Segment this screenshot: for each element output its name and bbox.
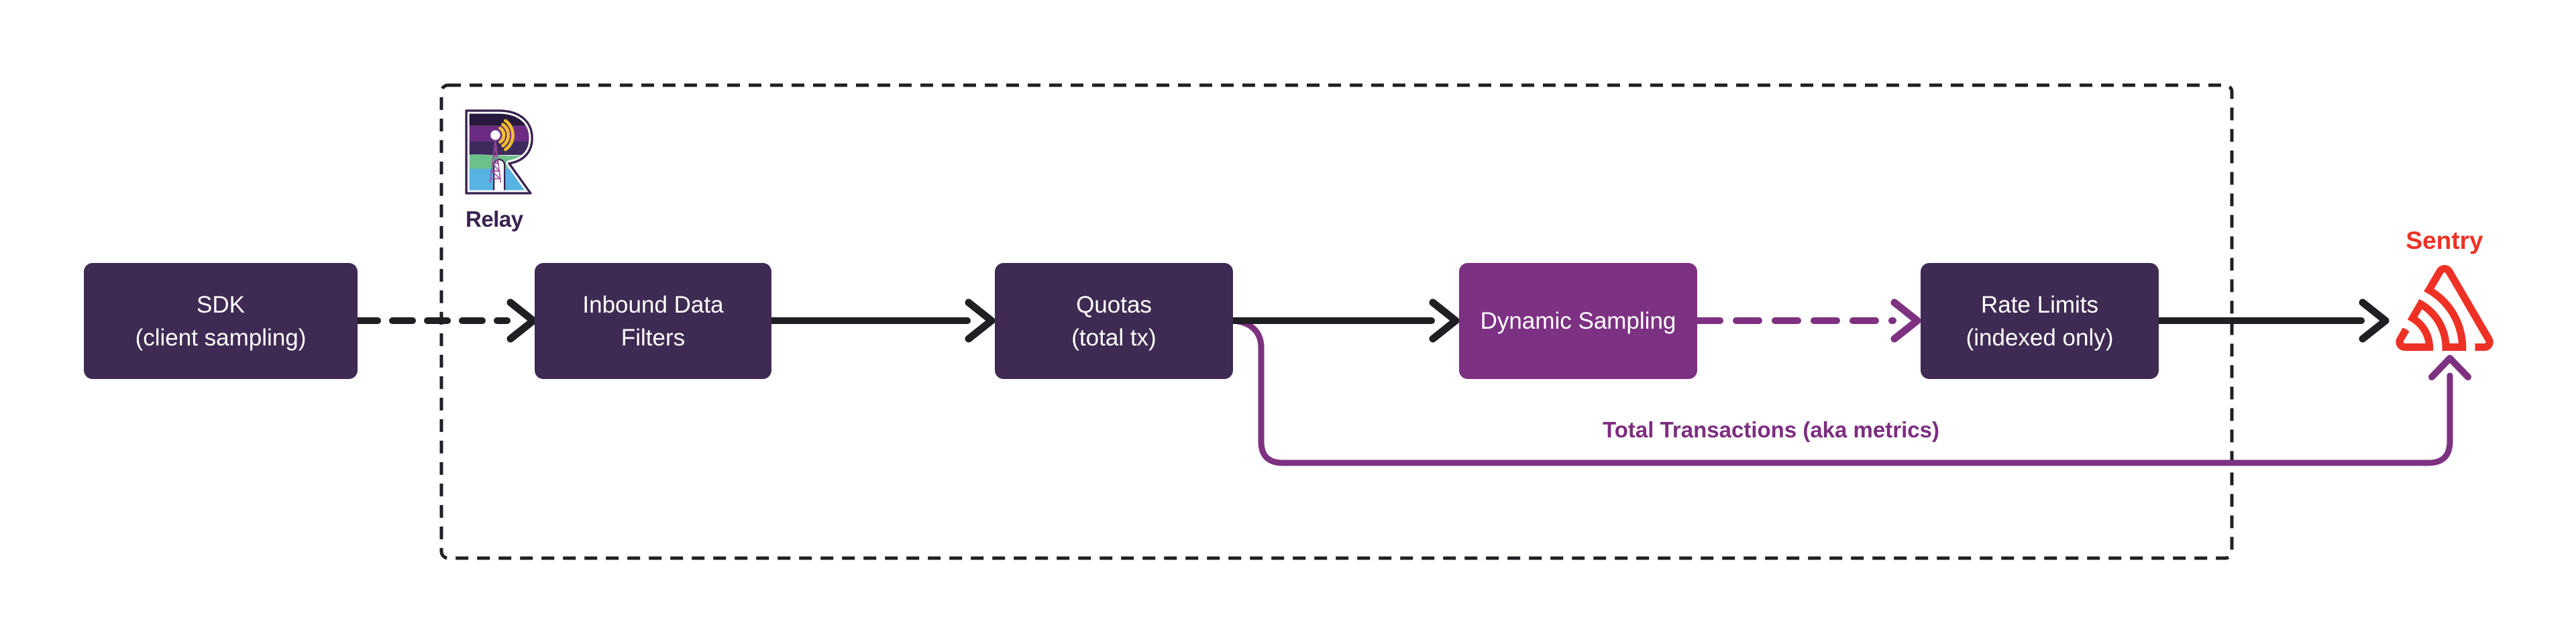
arrowhead-dynamic — [1429, 299, 1460, 343]
node-rate-line2: (indexed only) — [1966, 324, 2114, 351]
node-inbound-line1: Inbound Data — [582, 291, 724, 318]
arrowhead-inbound — [506, 299, 537, 343]
node-dynamic-line1: Dynamic Sampling — [1480, 308, 1676, 334]
node-quotas: Quotas (total tx) — [995, 263, 1233, 379]
node-sdk-line2: (client sampling) — [135, 324, 307, 351]
node-quotas-line1: Quotas — [1076, 291, 1152, 318]
node-sdk: SDK (client sampling) — [84, 263, 358, 379]
node-quotas-line2: (total tx) — [1071, 324, 1157, 351]
node-inbound-data-filters: Inbound Data Filters — [535, 263, 771, 379]
relay-group-label: Relay — [466, 207, 523, 231]
node-dynamic-sampling: Dynamic Sampling — [1459, 263, 1697, 379]
node-inbound-line2: Filters — [621, 324, 686, 351]
node-rate-limits: Rate Limits (indexed only) — [1921, 263, 2159, 379]
arrowhead-rate — [1890, 299, 1921, 343]
node-sdk-line1: SDK — [197, 291, 245, 318]
sentry-logo-icon — [2396, 265, 2493, 351]
arrowhead-quotas — [965, 299, 996, 343]
arrowhead-sentry-metrics — [2428, 355, 2471, 380]
arrowhead-sentry — [2359, 299, 2390, 343]
sentry-label: Sentry — [2406, 227, 2483, 254]
node-rate-line1: Rate Limits — [1980, 291, 2099, 318]
edge-quotas-to-sentry-metrics — [1230, 317, 2453, 466]
metrics-branch-label: Total Transactions (aka metrics) — [1603, 417, 1939, 442]
relay-logo-icon — [463, 107, 535, 197]
